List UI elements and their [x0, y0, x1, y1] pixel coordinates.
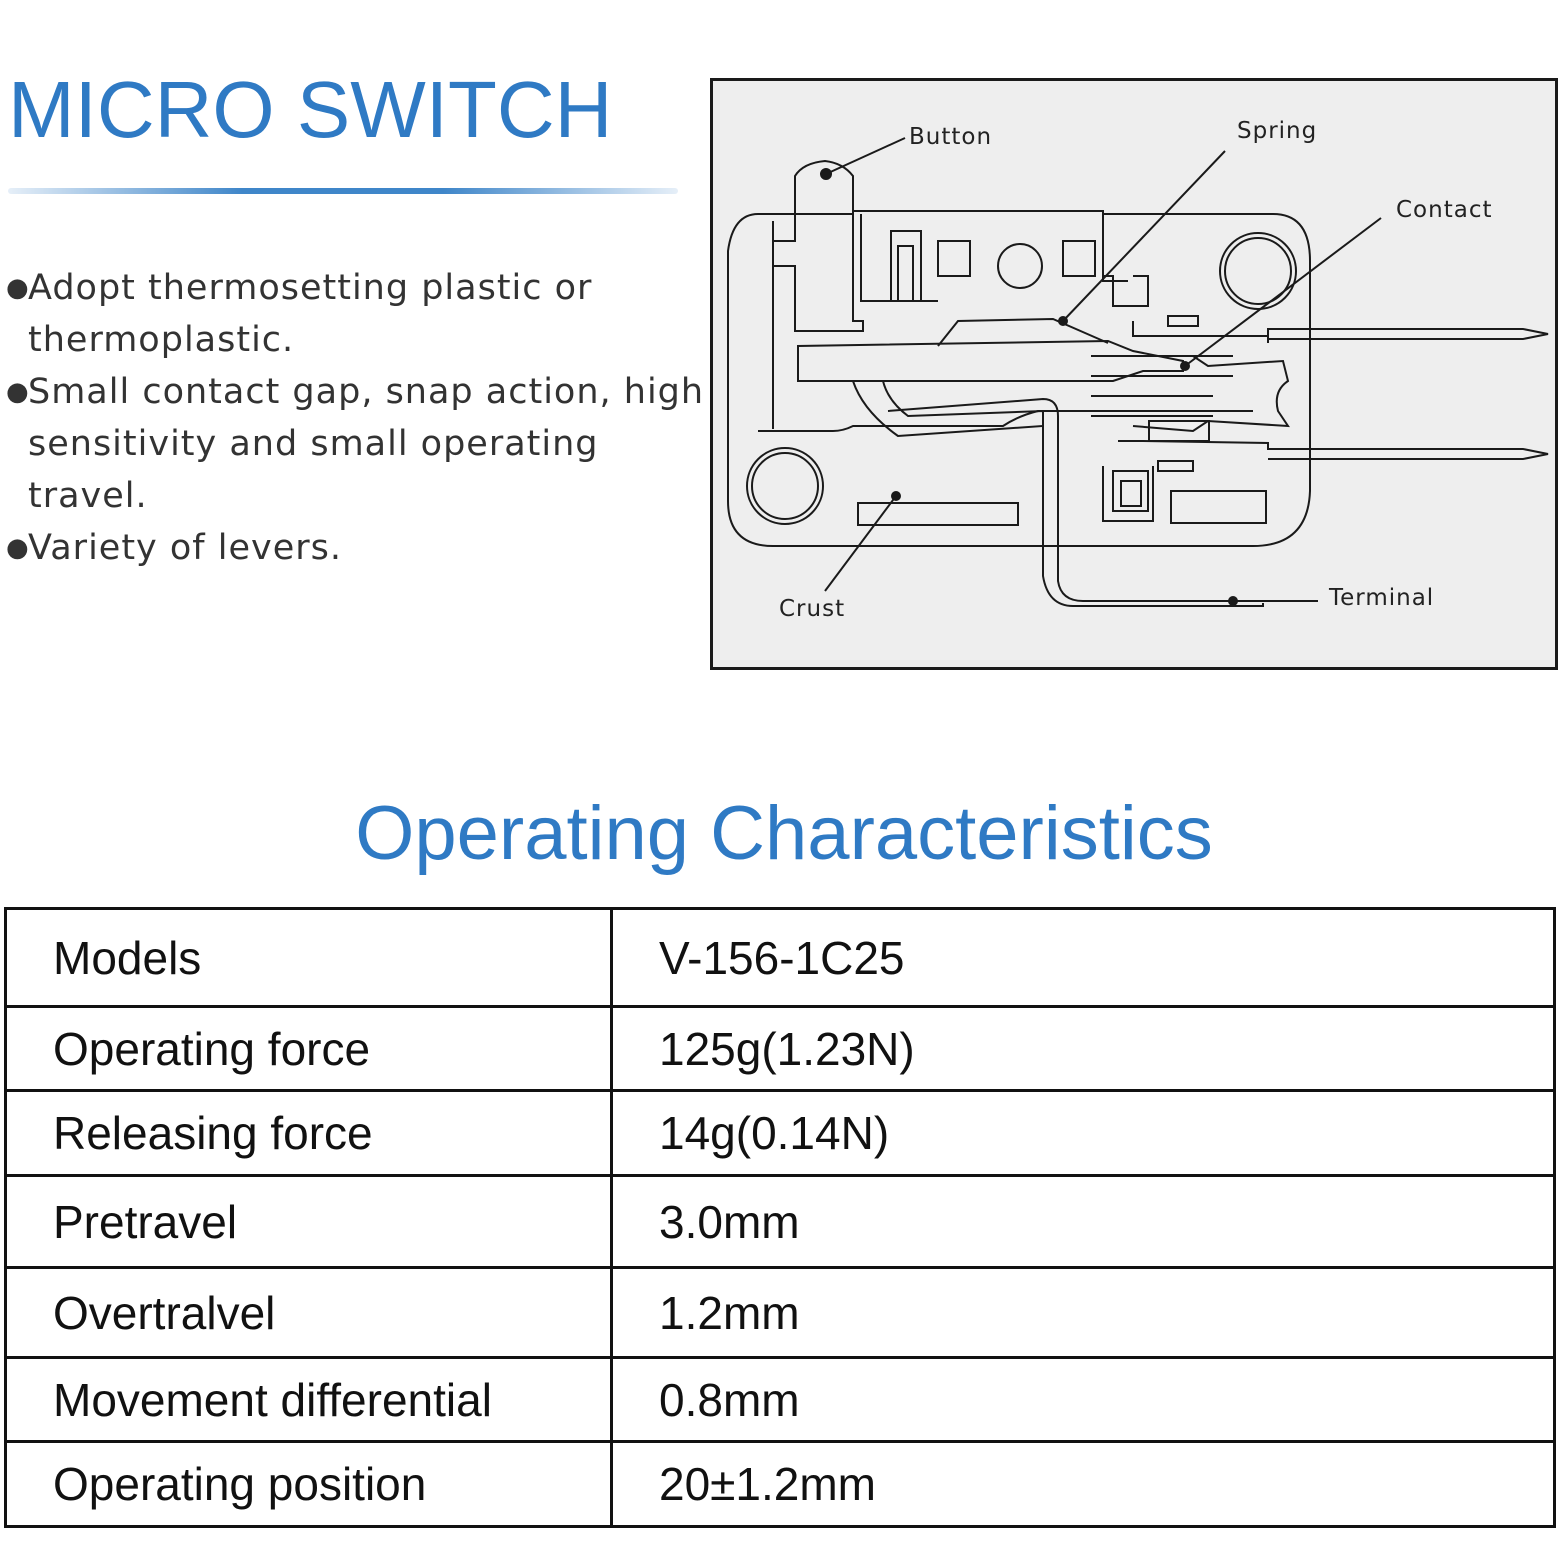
row-value: 20±1.2mm [610, 1440, 1556, 1528]
row-value: V-156-1C25 [610, 907, 1556, 1008]
title-underline [8, 188, 678, 194]
spring-blade [852, 380, 1044, 438]
row-label: Operating position [4, 1440, 613, 1528]
label-crust: Crust [779, 596, 846, 622]
terminal-bottom [1042, 426, 1264, 607]
feature-item: ●Adopt thermosetting plastic or thermopl… [6, 262, 706, 366]
label-terminal: Terminal [1329, 585, 1435, 611]
button-plunger [772, 159, 864, 332]
feature-list: ●Adopt thermosetting plastic or thermopl… [6, 262, 706, 574]
housing-outline [727, 210, 1311, 547]
row-label: Overtralvel [4, 1266, 613, 1359]
contact-spring [1132, 355, 1290, 433]
table-row: Operating force 125g(1.23N) [4, 1005, 1556, 1092]
actuator-lever [797, 339, 1184, 382]
row-label: Models [4, 907, 613, 1008]
table-row: Overtralvel 1.2mm [4, 1266, 1556, 1359]
row-label: Operating force [4, 1005, 613, 1092]
row-value: 125g(1.23N) [610, 1005, 1556, 1092]
row-label: Movement differential [4, 1356, 613, 1443]
feature-item: ●Small contact gap, snap action, high se… [6, 366, 706, 522]
table-row: Models V-156-1C25 [4, 907, 1556, 1008]
section-title: Operating Characteristics [355, 791, 1213, 876]
label-button: Button [909, 124, 993, 150]
switch-diagram: Button Spring Contact Crust Terminal [710, 78, 1558, 670]
row-value: 0.8mm [610, 1356, 1556, 1443]
row-value: 1.2mm [610, 1266, 1556, 1359]
bullet-icon: ● [6, 377, 30, 407]
bullet-icon: ● [6, 533, 30, 563]
row-label: Releasing force [4, 1089, 613, 1177]
row-value: 14g(0.14N) [610, 1089, 1556, 1177]
mount-hole-right [1219, 232, 1297, 310]
mount-hole-left [746, 447, 824, 525]
label-spring: Spring [1237, 118, 1318, 144]
bullet-icon: ● [6, 273, 30, 303]
label-contact: Contact [1396, 197, 1493, 223]
switch-drawing [727, 137, 1549, 607]
page-title: MICRO SWITCH [8, 65, 613, 154]
table-row: Movement differential 0.8mm [4, 1356, 1556, 1443]
mount-hole-center [997, 243, 1043, 289]
terminal-upper [1132, 321, 1549, 343]
terminal-lower [1118, 440, 1549, 460]
row-label: Pretravel [4, 1174, 613, 1269]
feature-item: ●Variety of levers. [6, 522, 706, 574]
table-row: Releasing force 14g(0.14N) [4, 1089, 1556, 1177]
spec-table: Models V-156-1C25 Operating force 125g(1… [4, 907, 1556, 1528]
row-value: 3.0mm [610, 1174, 1556, 1269]
table-row: Pretravel 3.0mm [4, 1174, 1556, 1269]
table-row: Operating position 20±1.2mm [4, 1440, 1556, 1528]
crust-slot [857, 502, 1019, 526]
